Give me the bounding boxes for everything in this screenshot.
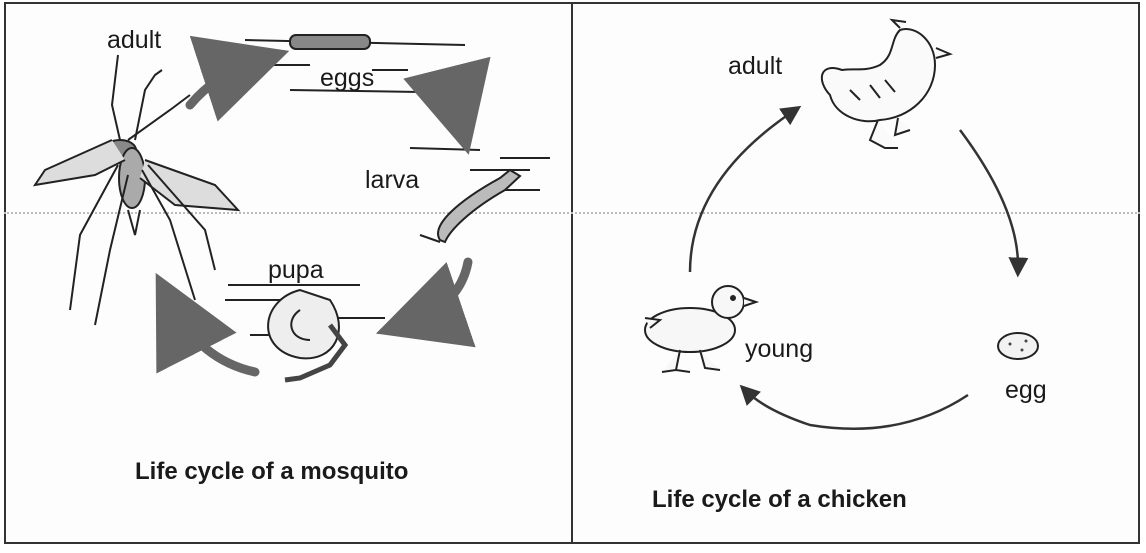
chicken-young-drawing bbox=[645, 286, 756, 372]
chicken-cycle-arrows bbox=[690, 110, 1018, 429]
label-mosquito-pupa: pupa bbox=[268, 258, 324, 283]
label-mosquito-adult: adult bbox=[107, 28, 161, 53]
label-chicken-young: young bbox=[745, 337, 813, 362]
mosquito-pupa-drawing bbox=[225, 285, 385, 380]
caption-mosquito: Life cycle of a mosquito bbox=[135, 458, 408, 486]
caption-chicken: Life cycle of a chicken bbox=[652, 486, 907, 514]
label-chicken-egg: egg bbox=[1005, 378, 1047, 403]
mosquito-larva-drawing bbox=[410, 148, 550, 242]
chicken-adult-drawing bbox=[822, 20, 950, 148]
mosquito-adult-drawing bbox=[35, 55, 238, 325]
chicken-egg-drawing bbox=[998, 333, 1038, 359]
label-mosquito-larva: larva bbox=[365, 168, 419, 193]
label-chicken-adult: adult bbox=[728, 54, 782, 79]
label-mosquito-eggs: eggs bbox=[320, 66, 374, 91]
